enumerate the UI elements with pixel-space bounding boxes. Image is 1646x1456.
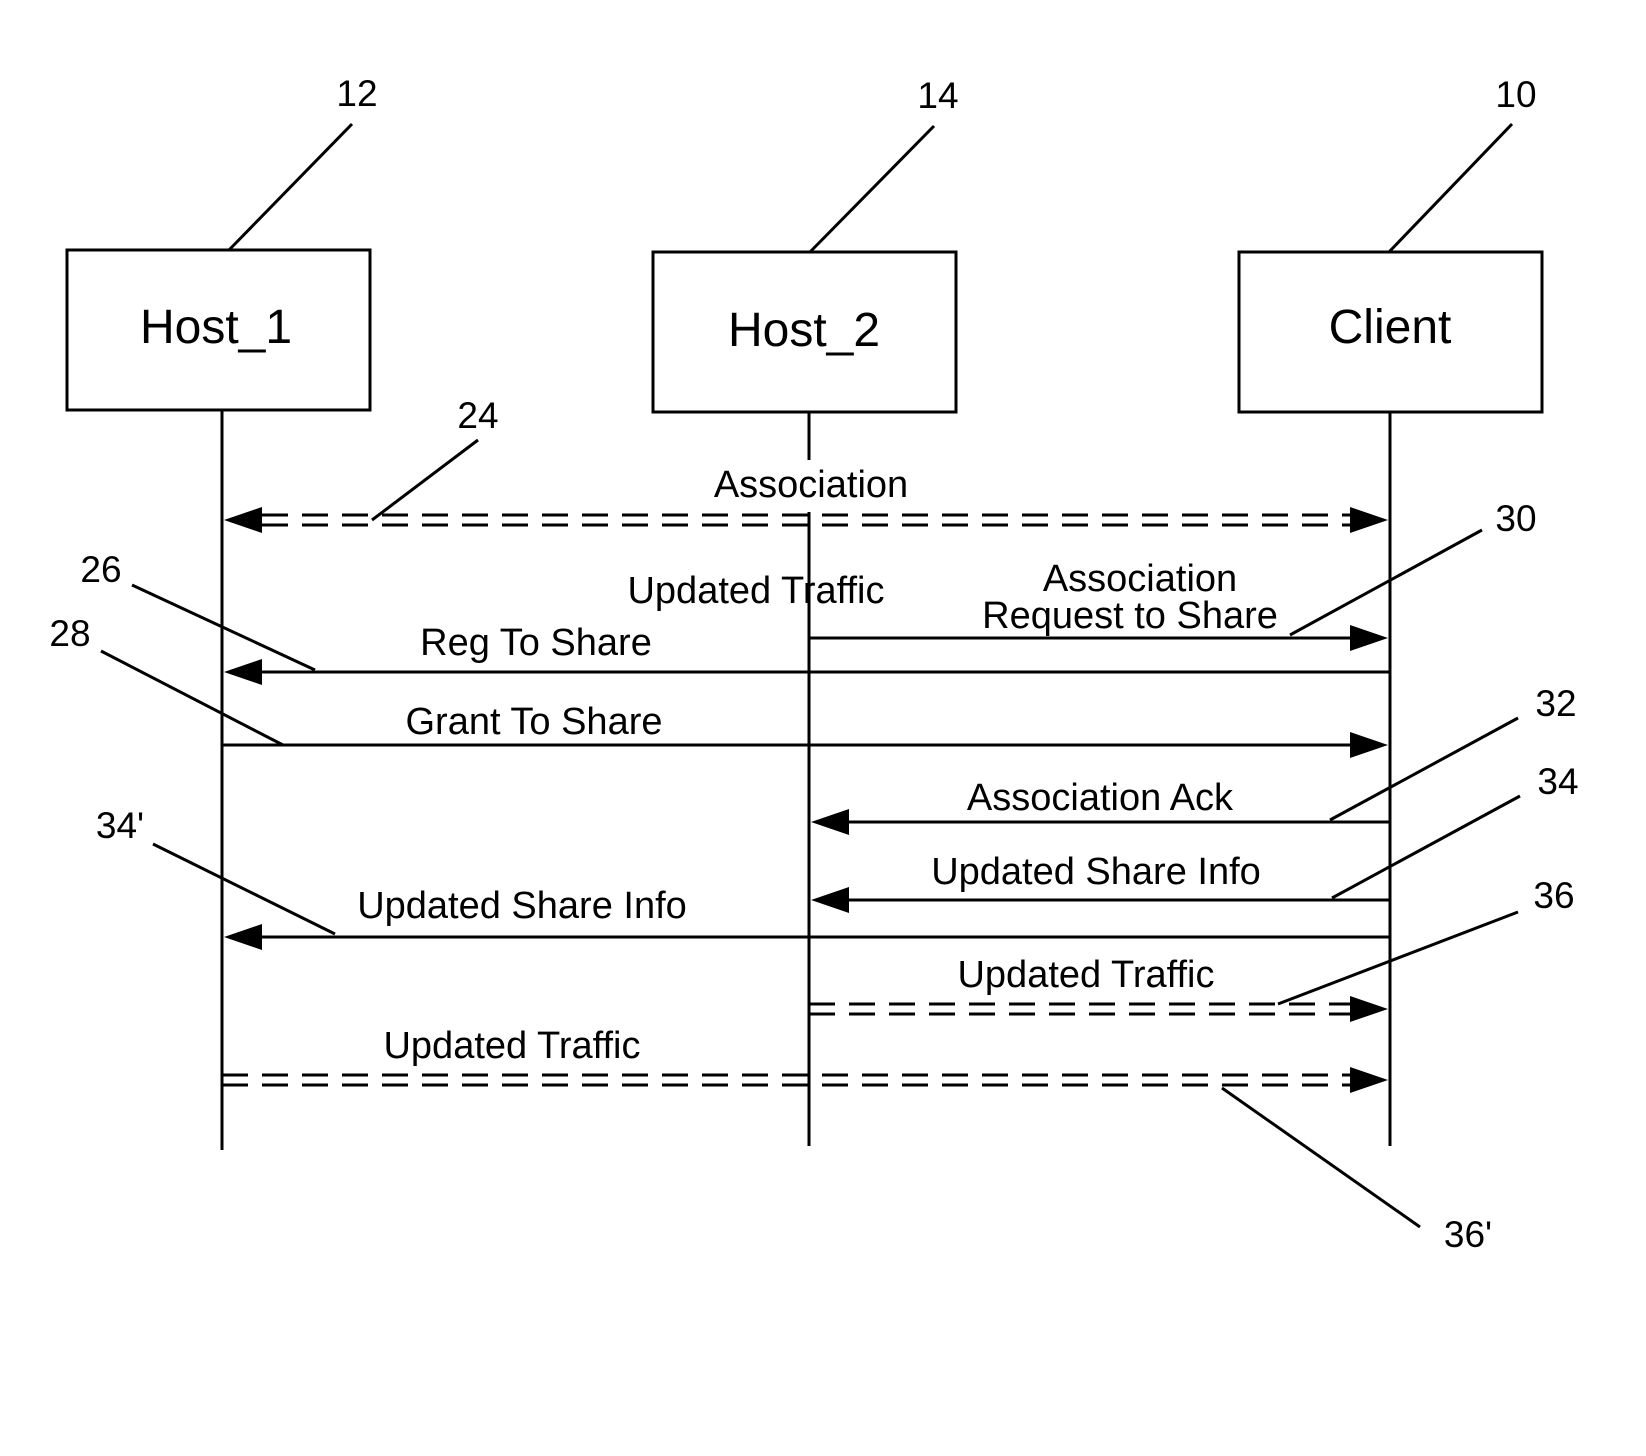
message-updated-traffic-host2-label: Updated Traffic bbox=[957, 954, 1214, 996]
ref-10-label: 10 bbox=[1495, 74, 1536, 115]
participant-host-2: Host_2 bbox=[653, 252, 956, 412]
ref-28-label: 28 bbox=[49, 613, 90, 654]
message-association-ack-label: Association Ack bbox=[967, 777, 1234, 819]
message-updated-traffic-1-label: Updated Traffic bbox=[627, 570, 884, 612]
message-updated-traffic-host2: Updated Traffic 36 bbox=[809, 875, 1575, 1022]
participant-host-2-label: Host_2 bbox=[728, 304, 880, 357]
ref-24-label: 24 bbox=[457, 395, 498, 436]
message-association-ack: Association Ack 32 bbox=[811, 683, 1577, 835]
ref-36-prime-label: 36' bbox=[1444, 1214, 1492, 1255]
message-updated-share-info-host1-label: Updated Share Info bbox=[357, 885, 687, 927]
ref-14: 14 bbox=[810, 75, 959, 252]
message-association-request-label-2: Request to Share bbox=[982, 595, 1278, 637]
message-association-request: Association Request to Share 30 bbox=[809, 498, 1537, 651]
message-reg-to-share-label: Reg To Share bbox=[420, 622, 652, 664]
ref-30-label: 30 bbox=[1495, 498, 1536, 539]
message-updated-traffic-host1-label: Updated Traffic bbox=[383, 1025, 640, 1067]
message-association-request-label-1: Association bbox=[1043, 558, 1237, 600]
message-association-label: Association bbox=[714, 464, 908, 506]
participant-host-1-label: Host_1 bbox=[140, 301, 292, 354]
participant-host-1: Host_1 bbox=[67, 250, 370, 410]
ref-14-label: 14 bbox=[917, 75, 958, 116]
ref-36-label: 36 bbox=[1533, 875, 1574, 916]
ref-10: 10 bbox=[1389, 74, 1537, 252]
ref-26-label: 26 bbox=[80, 549, 121, 590]
message-updated-traffic-1: Updated Traffic bbox=[627, 570, 884, 612]
message-updated-traffic-host1: Updated Traffic 36' bbox=[222, 1025, 1492, 1255]
message-updated-share-info-host2-label: Updated Share Info bbox=[931, 851, 1261, 893]
ref-32-label: 32 bbox=[1535, 683, 1576, 724]
participant-client-label: Client bbox=[1329, 301, 1452, 354]
ref-34-label: 34 bbox=[1537, 761, 1578, 802]
ref-12-label: 12 bbox=[336, 73, 377, 114]
ref-34-prime-label: 34' bbox=[96, 805, 144, 846]
participant-client: Client bbox=[1239, 252, 1542, 412]
ref-12: 12 bbox=[229, 73, 378, 250]
message-grant-to-share-label: Grant To Share bbox=[405, 701, 662, 743]
message-association: Association 24 bbox=[224, 395, 1388, 533]
